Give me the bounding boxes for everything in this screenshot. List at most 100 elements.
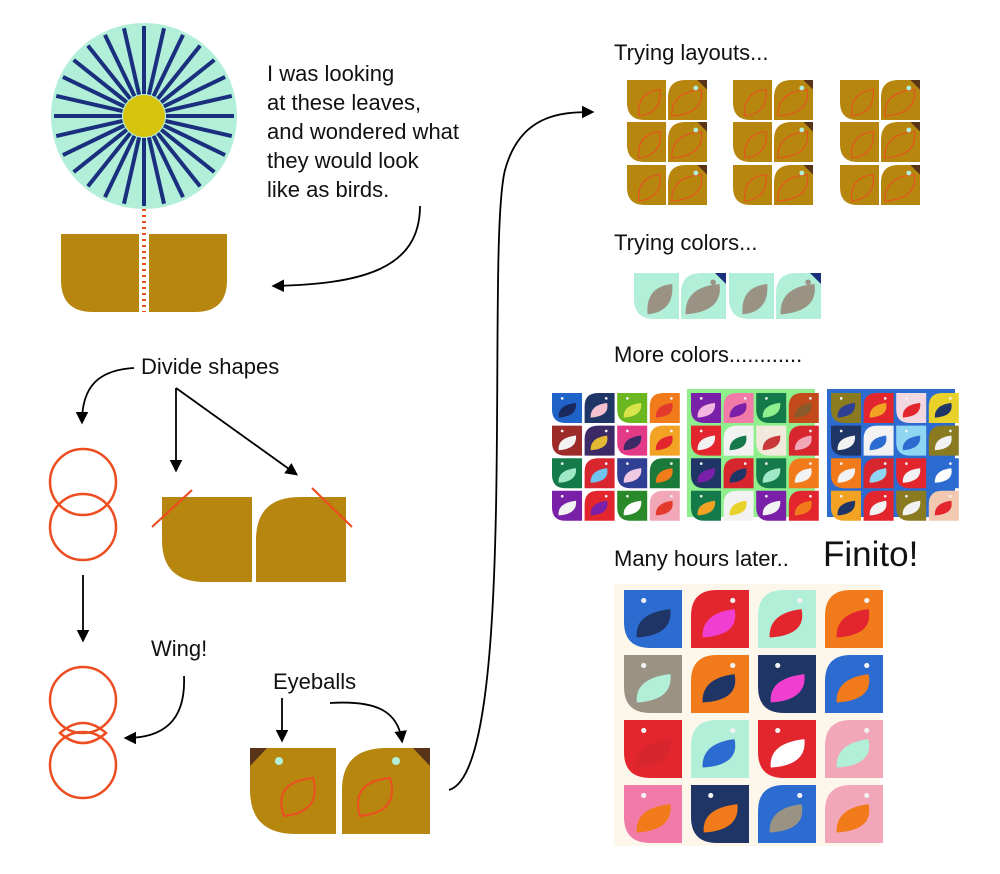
bird-tile <box>758 720 816 778</box>
flower-ray <box>122 27 142 95</box>
bird-tile <box>617 458 648 489</box>
finito-label: Finito! <box>823 535 918 574</box>
bird-tile <box>896 490 927 521</box>
bird-pair <box>733 122 813 162</box>
bird-tile <box>831 490 861 521</box>
bird-tile <box>691 785 749 843</box>
more-colors-label: More colors............ <box>614 342 802 367</box>
bird-tile <box>825 785 883 843</box>
flower-ray <box>159 58 216 104</box>
bird-tile <box>584 425 615 456</box>
bird-tile <box>788 425 819 456</box>
bird-pair <box>627 122 707 162</box>
bird-tile <box>831 425 861 456</box>
flower-ray <box>151 134 185 198</box>
bird-tile <box>928 490 959 521</box>
bird-tile <box>825 655 883 713</box>
overlapping-circles <box>48 447 118 562</box>
trying-layouts-grid <box>627 80 920 205</box>
flower-ray <box>103 34 137 98</box>
arrow-to-wing <box>123 675 185 745</box>
flower-ray <box>165 94 233 114</box>
bird-tile <box>552 490 582 521</box>
arrow-eyeballs-right <box>329 701 407 744</box>
bird-tile <box>756 425 787 456</box>
flower-ray <box>146 137 166 205</box>
bird-pair <box>840 80 920 120</box>
bird-tile <box>896 458 927 489</box>
arrow-to-right-leaf <box>175 387 299 476</box>
bird-tile <box>584 490 615 521</box>
eyeballs-label: Eyeballs <box>273 669 356 694</box>
bird-tile <box>552 458 582 489</box>
flower-ray <box>159 128 216 174</box>
trying-colors-row <box>634 273 821 319</box>
bird-tile <box>928 393 959 423</box>
bird-tile <box>649 458 680 489</box>
arrow-to-leaves <box>271 205 421 293</box>
bird-tile <box>788 458 819 489</box>
bird-tile <box>756 490 787 521</box>
wing-label: Wing! <box>151 636 207 661</box>
more-colors-grids <box>548 389 959 521</box>
flower-ray <box>55 94 123 114</box>
bird-tile <box>831 458 861 489</box>
eyeball-birds <box>250 748 430 834</box>
bird-tile <box>552 393 582 423</box>
flower-ray <box>72 58 129 104</box>
flower-ray <box>62 123 126 157</box>
bird-pair <box>733 80 813 120</box>
bird-pair <box>627 165 707 205</box>
bird-tile <box>691 393 721 423</box>
bird-tile <box>831 393 861 423</box>
bird-tile <box>758 655 816 713</box>
bird-tile <box>723 425 754 456</box>
flower-ray <box>162 75 226 109</box>
bird-tile <box>863 393 894 423</box>
divide-shapes-label: Divide shapes <box>141 354 279 379</box>
bird-tile <box>756 458 787 489</box>
flower-ray <box>151 34 185 98</box>
arrow-to-circles <box>75 367 135 425</box>
final-bird-grid <box>614 584 883 846</box>
bird-tile <box>863 425 894 456</box>
flower-illustration <box>51 23 237 312</box>
trying-layouts-label: Trying layouts... <box>614 40 768 65</box>
trying-colors-label: Trying colors... <box>614 230 757 255</box>
flower-ray <box>156 131 202 188</box>
bird-tile <box>723 490 754 521</box>
flower-ray <box>146 27 166 95</box>
bird-tile <box>756 393 787 423</box>
bird-pair <box>627 80 707 120</box>
flower-ray <box>162 123 226 157</box>
bird-pair <box>733 165 813 205</box>
bird-tile <box>649 393 680 423</box>
bird-tile <box>624 720 682 778</box>
flower-ray <box>72 128 129 174</box>
bird-tile <box>691 590 749 648</box>
many-hours-label: Many hours later.. <box>614 546 789 571</box>
bird-pair <box>840 122 920 162</box>
bird-tile <box>624 785 682 843</box>
bird-tile <box>788 393 819 423</box>
bird-pair <box>634 273 726 319</box>
flower-ray <box>55 118 123 138</box>
flower-center <box>123 95 165 137</box>
flower-ray <box>103 134 137 198</box>
wing-circles <box>48 665 118 800</box>
bird-tile <box>691 720 749 778</box>
flower-ray <box>122 137 142 205</box>
bird-tile <box>617 425 648 456</box>
bird-tile <box>649 425 680 456</box>
bird-tile <box>624 655 682 713</box>
right-leaf <box>149 234 227 312</box>
bird-tile <box>584 393 615 423</box>
cut-leaves <box>151 487 353 582</box>
bird-pair <box>729 273 821 319</box>
bird-tile <box>691 490 721 521</box>
bird-tile <box>863 458 894 489</box>
flower-ray <box>86 131 132 188</box>
flower-rays <box>54 26 234 206</box>
bird-tile <box>758 590 816 648</box>
